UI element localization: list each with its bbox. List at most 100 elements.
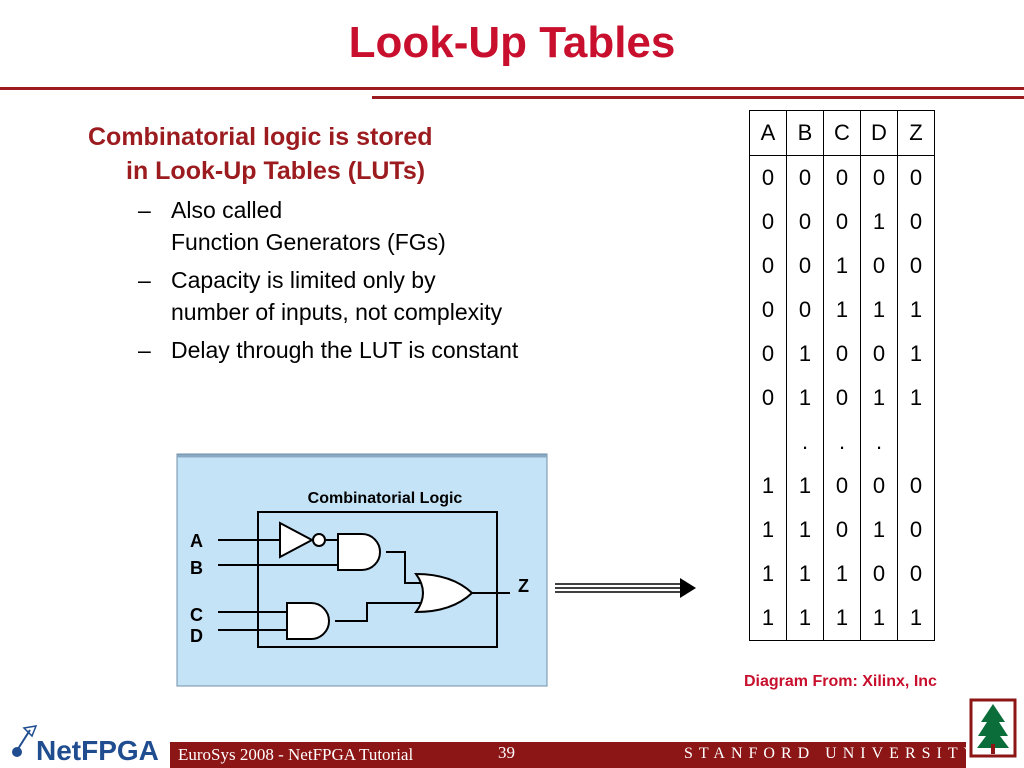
- table-cell: 1: [860, 508, 898, 552]
- table-cell: 0: [749, 200, 787, 244]
- column-header: D: [860, 110, 898, 156]
- input-label-c: C: [190, 605, 203, 625]
- table-cell: .: [786, 420, 824, 464]
- column-header: C: [823, 110, 861, 156]
- page-number: 39: [498, 743, 515, 762]
- table-cell: 0: [897, 155, 935, 200]
- stanford-tree-icon: [969, 698, 1017, 758]
- table-cell: 0: [749, 155, 787, 200]
- table-cell: 1: [897, 288, 935, 332]
- netfpga-logo-text: NetFPGA: [36, 735, 159, 766]
- box-label: Combinatorial Logic: [308, 490, 463, 507]
- main-bullet-line2: in Look-Up Tables (LUTs): [126, 157, 426, 185]
- table-cell: 0: [786, 200, 824, 244]
- netfpga-logo-icon: [12, 725, 38, 757]
- combinatorial-logic-box: [257, 511, 498, 648]
- table-cell: [749, 420, 787, 464]
- input-label-d: D: [190, 626, 203, 646]
- main-bullet: Combinatorial logic is stored in Look-Up…: [88, 120, 648, 188]
- table-cell: 0: [749, 376, 787, 420]
- sub-bullet-line1: Also called: [171, 197, 283, 223]
- table-cell: .: [823, 420, 861, 464]
- title-rule-top: [0, 87, 1024, 90]
- table-cell: 1: [786, 464, 824, 508]
- table-cell: 1: [786, 332, 824, 376]
- table-cell: 0: [823, 200, 861, 244]
- footer-university: STANFORD UNIVERSITY: [684, 745, 982, 762]
- table-cell: 0: [786, 288, 824, 332]
- input-label-b: B: [190, 558, 203, 578]
- table-cell: 0: [860, 552, 898, 596]
- table-cell: 1: [749, 508, 787, 552]
- output-label-z: Z: [518, 576, 529, 596]
- and-gate-2: [286, 602, 330, 640]
- sub-bullet-line2: Function Generators (FGs): [171, 229, 446, 255]
- table-cell: 0: [897, 464, 935, 508]
- table-cell: 1: [823, 288, 861, 332]
- sub-bullet: – Delay through the LUT is constant: [88, 334, 648, 366]
- table-cell: [897, 420, 935, 464]
- sub-bullet: – Capacity is limited only by number of …: [88, 264, 648, 328]
- sub-bullet: – Also called Function Generators (FGs): [88, 194, 648, 258]
- table-cell: 1: [823, 244, 861, 288]
- table-cell: 0: [823, 155, 861, 200]
- table-cell: 1: [786, 376, 824, 420]
- sub-bullet-line1: Delay through the LUT is constant: [171, 337, 519, 363]
- table-cell: 1: [786, 508, 824, 552]
- dash-marker: –: [138, 267, 151, 293]
- table-cell: 1: [860, 596, 898, 641]
- column-header: B: [786, 110, 824, 156]
- table-cell: 1: [749, 552, 787, 596]
- table-cell: 1: [786, 552, 824, 596]
- table-cell: 0: [860, 244, 898, 288]
- table-cell: 0: [897, 508, 935, 552]
- sub-bullet-line2: number of inputs, not complexity: [171, 299, 503, 325]
- table-cell: 0: [823, 508, 861, 552]
- column-header: Z: [897, 110, 935, 156]
- table-cell: 1: [786, 596, 824, 641]
- table-cell: 0: [823, 332, 861, 376]
- table-cell: 0: [749, 332, 787, 376]
- table-cell: 1: [749, 464, 787, 508]
- bullet-list: Combinatorial logic is stored in Look-Up…: [88, 120, 648, 366]
- table-cell: 0: [786, 244, 824, 288]
- not-gate: [279, 521, 326, 559]
- wires: [218, 539, 510, 631]
- and-gate-1: [337, 533, 381, 571]
- table-cell: 0: [897, 200, 935, 244]
- column-header: A: [749, 110, 787, 156]
- main-bullet-line1: Combinatorial logic is stored: [88, 123, 433, 151]
- table-cell: 1: [823, 596, 861, 641]
- table-cell: 0: [860, 155, 898, 200]
- table-cell: 0: [897, 552, 935, 596]
- table-cell: 0: [749, 288, 787, 332]
- table-cell: 1: [897, 332, 935, 376]
- footer-bar: [170, 742, 966, 768]
- input-label-a: A: [190, 531, 203, 551]
- table-cell: 0: [749, 244, 787, 288]
- table-cell: 0: [823, 464, 861, 508]
- table-cell: 1: [897, 376, 935, 420]
- table-cell: 1: [860, 288, 898, 332]
- table-cell: 1: [860, 376, 898, 420]
- table-cell: 0: [823, 376, 861, 420]
- table-header-row: A B C D Z: [749, 110, 935, 156]
- table-cell: 0: [860, 464, 898, 508]
- table-cell: 1: [823, 552, 861, 596]
- table-cell: 0: [897, 244, 935, 288]
- dash-marker: –: [138, 337, 151, 363]
- sub-bullet-line1: Capacity is limited only by: [171, 267, 436, 293]
- table-row: ...: [749, 420, 935, 464]
- slide-title: Look-Up Tables: [348, 18, 676, 67]
